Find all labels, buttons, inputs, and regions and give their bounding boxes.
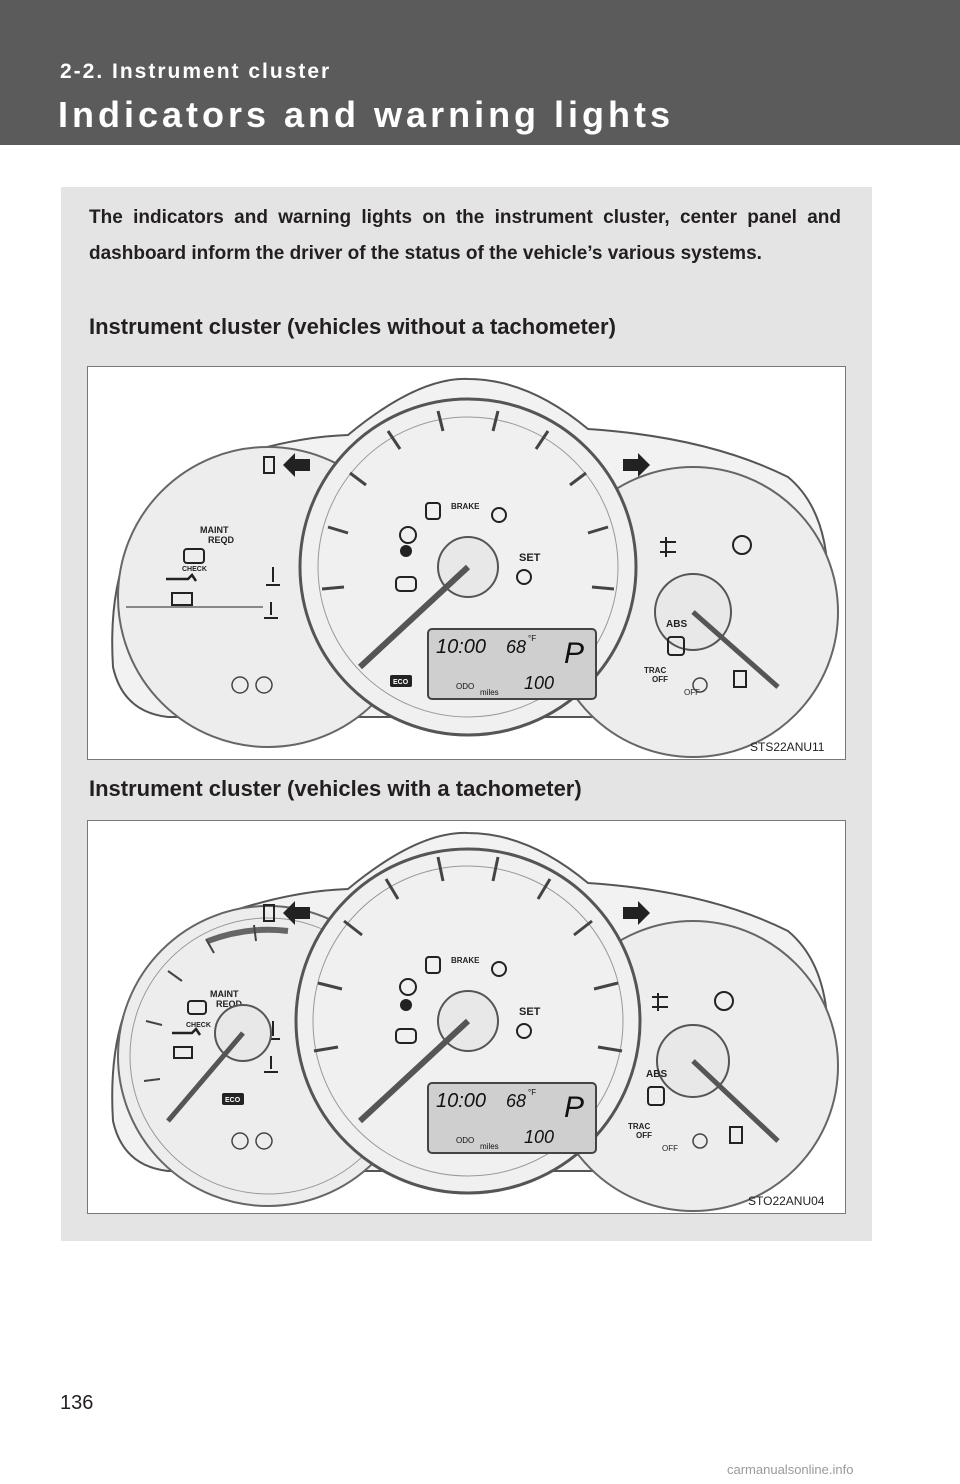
right-knob-2 bbox=[692, 1133, 708, 1149]
eco-label-2: ECO bbox=[225, 1097, 241, 1104]
vsc-off-label-2: OFF bbox=[662, 1144, 678, 1153]
maint-label: MAINT bbox=[200, 525, 229, 535]
left-knob-2b bbox=[255, 1132, 273, 1150]
intro-paragraph: The indicators and warning lights on the… bbox=[89, 207, 841, 264]
temperature-unit: °F bbox=[528, 634, 536, 643]
trac-off-label-2: OFF bbox=[636, 1131, 652, 1140]
maint-label-2: MAINT bbox=[210, 989, 239, 999]
eco-label: ECO bbox=[393, 679, 409, 686]
coolant-hot-icon bbox=[266, 567, 280, 586]
right-knob bbox=[692, 677, 708, 693]
abs-label: ABS bbox=[666, 619, 687, 630]
figure-2-caption: Instrument cluster (vehicles with a tach… bbox=[89, 776, 582, 801]
figure-1-caption: Instrument cluster (vehicles without a t… bbox=[89, 314, 616, 339]
brake-label-2: BRAKE bbox=[451, 956, 480, 965]
oil-pressure-icon bbox=[166, 573, 198, 582]
airbag-icon bbox=[400, 545, 412, 557]
multi-info-display-2 bbox=[427, 1082, 597, 1154]
left-knob-2 bbox=[255, 676, 273, 694]
section-heading: 2-2. Instrument cluster bbox=[60, 60, 332, 83]
turn-left-icon bbox=[283, 453, 310, 477]
washer-fluid-icon bbox=[395, 576, 417, 592]
speedometer-needle bbox=[357, 564, 471, 670]
eco-indicator-2 bbox=[222, 1093, 244, 1105]
slip-indicator-icon-2 bbox=[647, 1086, 665, 1106]
battery-icon bbox=[171, 592, 193, 606]
odo-label-2: ODO bbox=[456, 1136, 474, 1145]
turn-left-icon-2 bbox=[283, 901, 310, 925]
door-open-icon bbox=[425, 502, 441, 520]
trac-off-label: OFF bbox=[652, 675, 668, 684]
figure-1-code: STS22ANU11 bbox=[750, 740, 825, 754]
tachometer-needle bbox=[166, 1031, 245, 1123]
cruise-set-label: SET bbox=[519, 552, 541, 564]
cruise-set-label-2: SET bbox=[519, 1006, 541, 1018]
high-beam-icon-2 bbox=[263, 904, 275, 922]
cruise-icon-2 bbox=[516, 1023, 532, 1039]
miles-label-2: miles bbox=[480, 1142, 499, 1151]
figure-2-cluster-with-tach: MAINT REQD CHECK ECO ABS TRAC OFF OFF bbox=[87, 820, 846, 1214]
fog-light-icon bbox=[660, 537, 676, 557]
temperature-unit-2: °F bbox=[528, 1088, 536, 1097]
figure-1-cluster-no-tach: MAINT REQD CHECK ABS TRAC OFF OFF bbox=[87, 366, 846, 760]
fog-light-icon-2 bbox=[652, 993, 668, 1011]
fuel-icon-2 bbox=[729, 1126, 743, 1144]
odo-label: ODO bbox=[456, 682, 474, 691]
multi-info-display bbox=[427, 628, 597, 700]
page-title: Indicators and warning lights bbox=[58, 94, 675, 135]
odometer-value-2: 100 bbox=[524, 1127, 554, 1147]
washer-fluid-icon-2 bbox=[395, 1028, 417, 1044]
fuel-icon bbox=[733, 670, 747, 688]
miles-label: miles bbox=[480, 688, 499, 697]
cluster-1-drawing: MAINT REQD CHECK ABS TRAC OFF OFF bbox=[111, 377, 839, 758]
trac-label-2: TRAC bbox=[628, 1122, 650, 1131]
page-number: 136 bbox=[60, 1392, 94, 1414]
battery-icon-2 bbox=[173, 1046, 193, 1059]
abs-label-2: ABS bbox=[646, 1069, 667, 1080]
check-engine-icon-2 bbox=[187, 1000, 207, 1015]
brake-label: BRAKE bbox=[451, 502, 480, 511]
clock-display-2: 10:00 bbox=[436, 1090, 486, 1112]
slip-indicator-icon bbox=[667, 636, 685, 656]
vsc-off-label: OFF bbox=[684, 688, 700, 697]
coolant-cold-icon-2 bbox=[264, 1056, 278, 1073]
cluster-2-drawing: MAINT REQD CHECK ECO ABS TRAC OFF OFF bbox=[111, 831, 839, 1212]
watermark: carmanualsonline.info bbox=[727, 1462, 854, 1477]
trac-label: TRAC bbox=[644, 666, 666, 675]
power-steering-icon-2 bbox=[399, 978, 417, 996]
seatbelt-icon bbox=[491, 507, 507, 523]
clock-display: 10:00 bbox=[436, 636, 486, 658]
coolant-cold-icon bbox=[264, 602, 278, 619]
turn-right-icon-2 bbox=[623, 901, 650, 925]
odometer-value: 100 bbox=[524, 673, 554, 693]
check-label-2: CHECK bbox=[186, 1022, 211, 1029]
turn-right-icon bbox=[623, 453, 650, 477]
left-knob-1 bbox=[231, 676, 249, 694]
seatbelt-icon-2 bbox=[491, 961, 507, 977]
oil-pressure-icon-2 bbox=[172, 1027, 202, 1036]
tire-pressure-icon bbox=[732, 535, 752, 555]
gear-indicator-2: P bbox=[564, 1091, 584, 1124]
reqd-label-2: REQD bbox=[216, 999, 243, 1009]
check-label: CHECK bbox=[182, 566, 207, 573]
check-engine-icon bbox=[183, 548, 205, 564]
figure-2-code: STO22ANU04 bbox=[748, 1194, 825, 1208]
power-steering-icon bbox=[399, 526, 417, 544]
high-beam-icon bbox=[263, 456, 275, 474]
door-open-icon-2 bbox=[425, 956, 441, 974]
reqd-label: REQD bbox=[208, 535, 235, 545]
left-knob-1b bbox=[231, 1132, 249, 1150]
tire-pressure-icon-2 bbox=[714, 991, 734, 1011]
eco-indicator bbox=[390, 675, 412, 687]
temperature-display-2: 68 bbox=[506, 1091, 526, 1111]
gear-indicator: P bbox=[564, 637, 584, 670]
speedometer-needle-2 bbox=[357, 1018, 471, 1124]
temperature-display: 68 bbox=[506, 637, 526, 657]
cruise-icon bbox=[516, 569, 532, 585]
airbag-icon-2 bbox=[400, 999, 412, 1011]
page-header bbox=[0, 0, 960, 145]
